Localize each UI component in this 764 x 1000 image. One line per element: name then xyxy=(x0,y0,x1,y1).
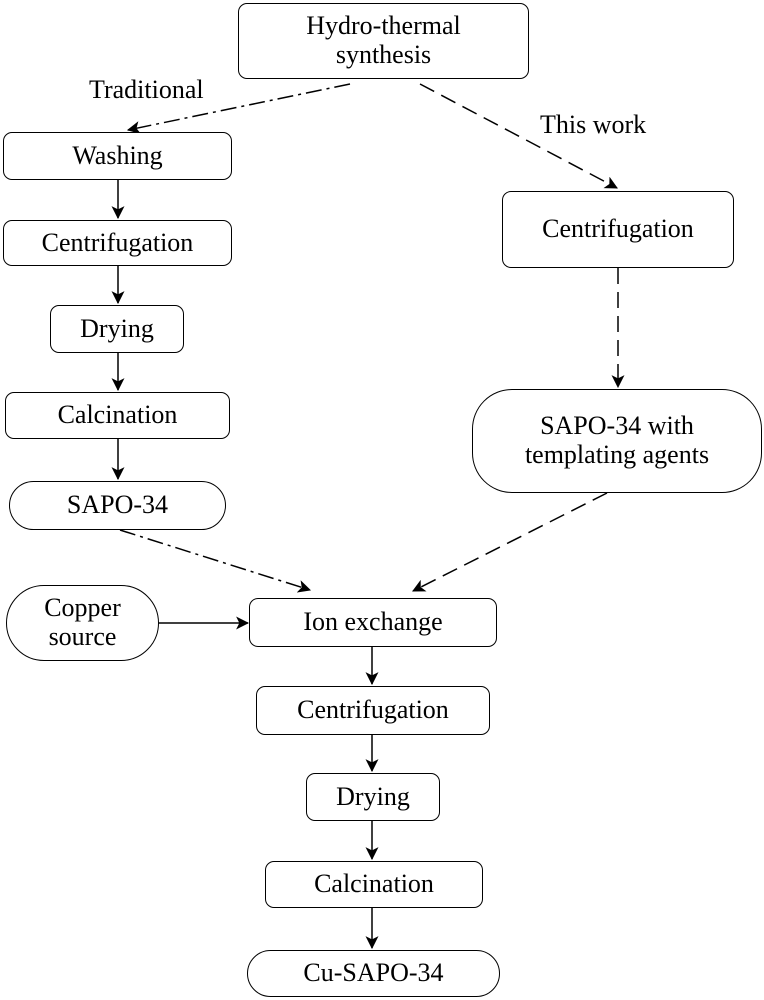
node-hydrothermal-line1: Hydro-thermal xyxy=(306,11,461,41)
node-calcination-final: Calcination xyxy=(265,861,483,908)
node-sapo34-templating-line2: templating agents xyxy=(524,440,710,469)
route-label-this-work: This work xyxy=(540,110,647,139)
node-washing: Washing xyxy=(3,132,232,180)
arrow-synthesis-to-centrifugation xyxy=(419,83,618,189)
node-sapo34: SAPO-34 xyxy=(9,481,226,530)
node-centrifugation-final: Centrifugation xyxy=(256,686,490,735)
node-calcination-traditional: Calcination xyxy=(5,392,230,439)
node-sapo34-templating-line1: SAPO-34 with xyxy=(540,411,694,441)
node-drying-traditional: Drying xyxy=(50,305,184,353)
route-label-traditional: Traditional xyxy=(89,75,204,104)
node-copper-source-line2: source xyxy=(48,622,117,651)
node-hydrothermal-line2: synthesis xyxy=(335,40,432,69)
arrow-synthesis-to-washing xyxy=(126,83,351,134)
node-cu-sapo34: Cu-SAPO-34 xyxy=(247,950,500,997)
node-centrifugation-traditional: Centrifugation xyxy=(3,220,232,266)
node-copper-source: Copper source xyxy=(6,585,159,661)
node-hydrothermal-synthesis: Hydro-thermal synthesis xyxy=(238,3,529,79)
node-drying-final: Drying xyxy=(306,773,440,821)
node-ion-exchange: Ion exchange xyxy=(249,598,497,647)
node-copper-source-line1: Copper xyxy=(44,593,121,623)
node-centrifugation-this-work: Centrifugation xyxy=(502,191,734,268)
arrow-sapo34-templating-to-ion-exchange xyxy=(412,492,608,592)
node-sapo34-templating-agents: SAPO-34 with templating agents xyxy=(472,389,762,493)
arrow-sapo34-to-ion-exchange xyxy=(119,529,312,593)
